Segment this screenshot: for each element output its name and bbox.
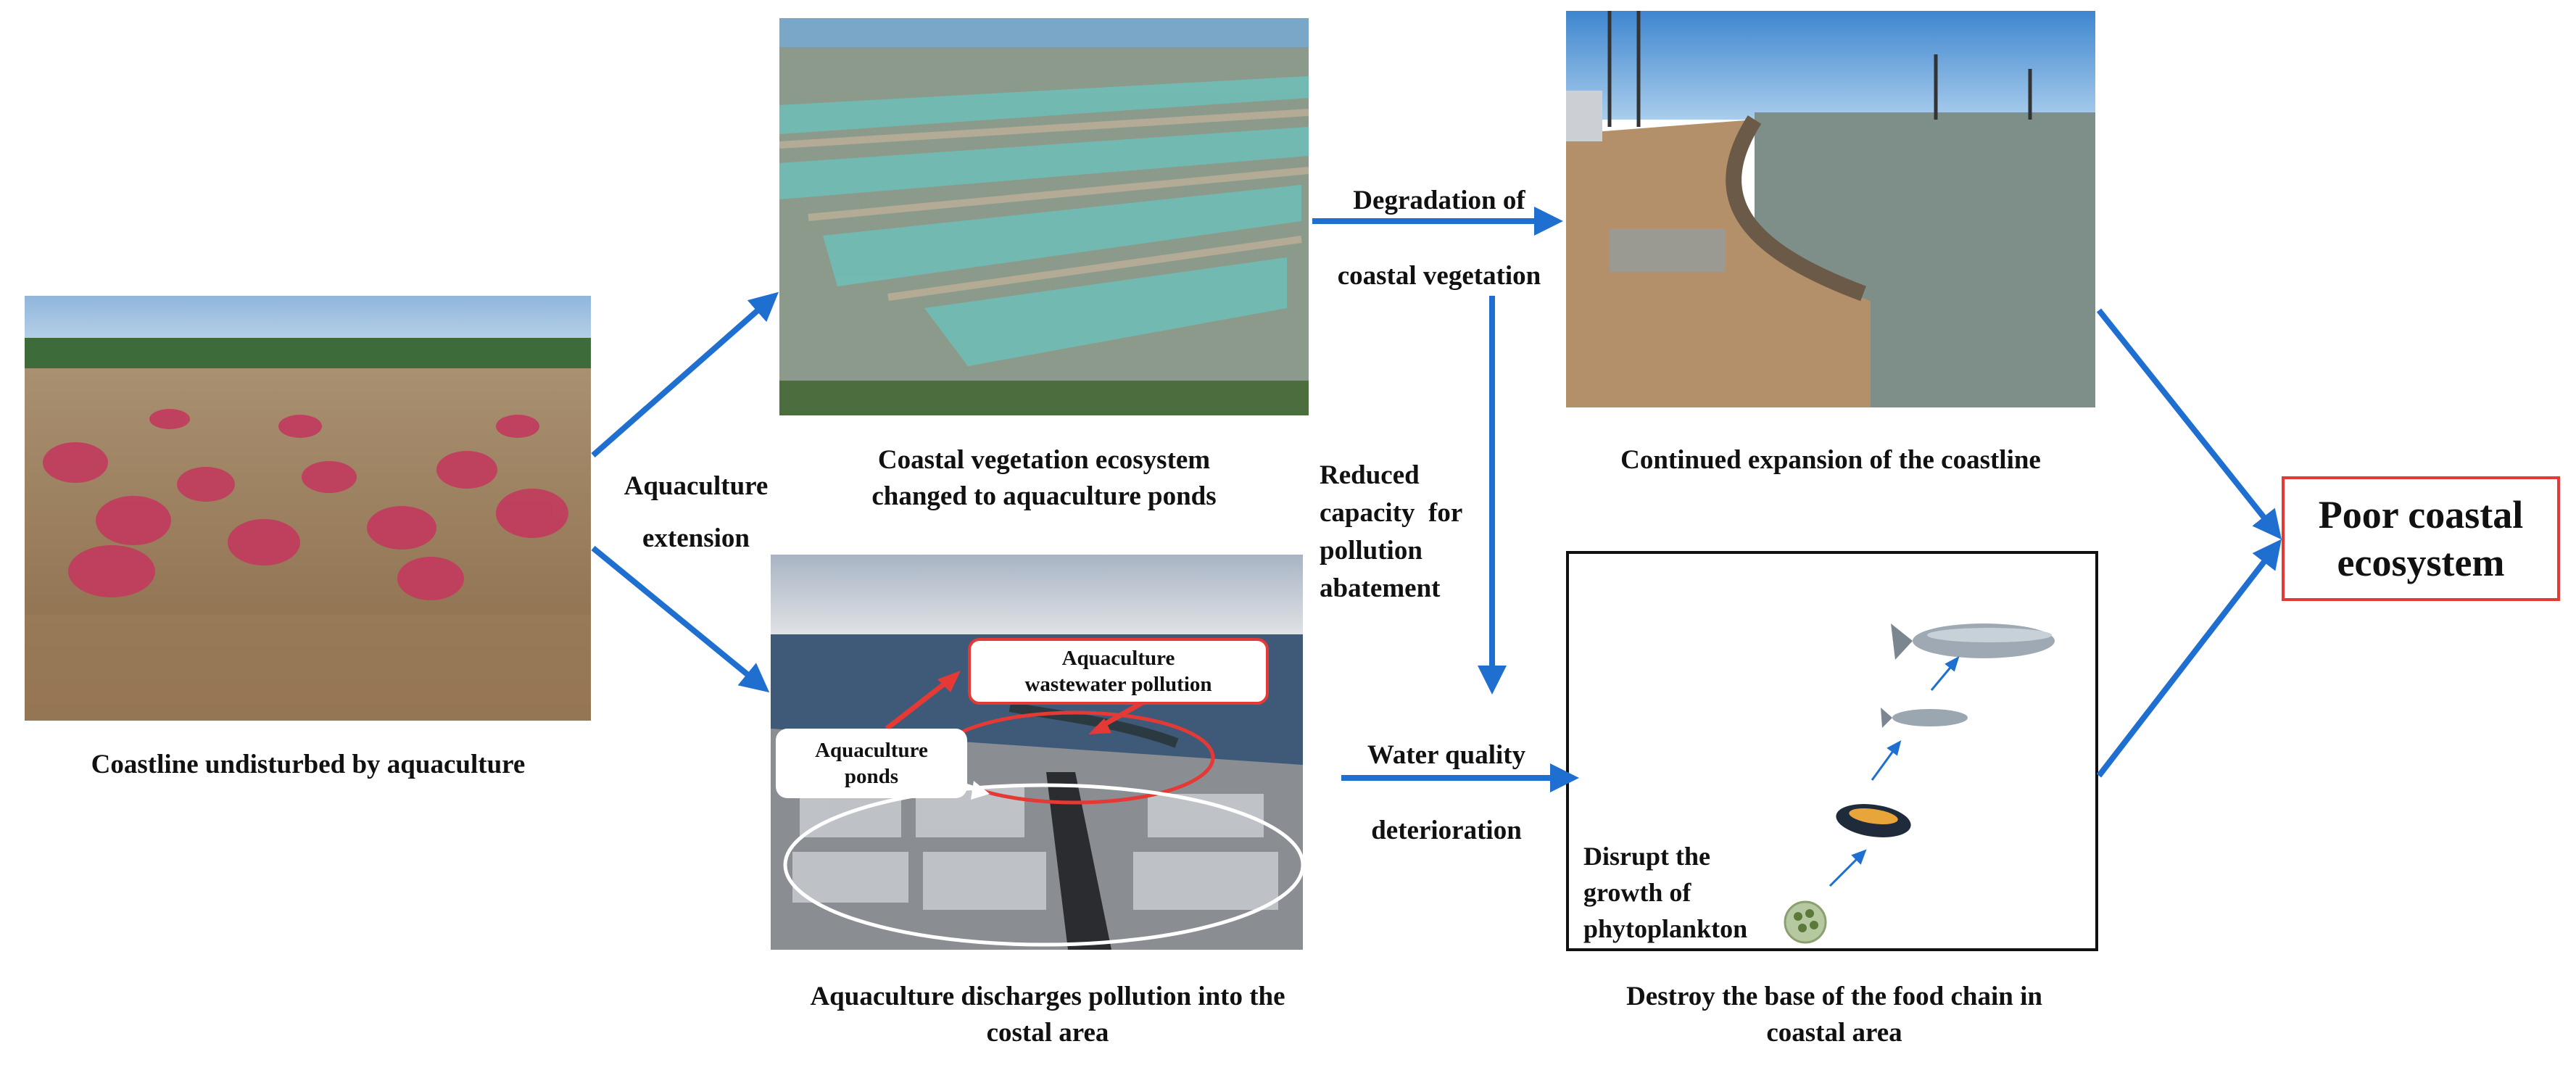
food-chain-line-1: Disrupt the	[1583, 842, 1711, 871]
label-reduced-capacity: Reduced capacity for pollution abatement	[1320, 460, 1463, 603]
food-chain-text: Disrupt the growth of phytoplankton	[1583, 838, 1747, 947]
wastewater-line-1: Aquaculture	[1061, 647, 1175, 670]
label-degradation: Degradation of coastal vegetation	[1337, 186, 1541, 291]
wastewater-line-2: wastewater pollution	[1024, 673, 1212, 696]
ponds-ellipse	[783, 783, 1303, 947]
poor-coastal-ecosystem-box: Poor coastal ecosystem	[2282, 476, 2560, 601]
arrow-to-poor-top	[2096, 308, 2282, 540]
label-water-quality: Water quality deterioration	[1367, 740, 1526, 845]
aquaculture-ponds-callout: Aquaculture ponds	[776, 729, 967, 798]
food-chain-panel: Disrupt the growth of phytoplankton	[1566, 551, 2098, 951]
mussel-icon	[1836, 804, 1911, 837]
food-chain-line-2: growth of	[1583, 878, 1691, 907]
small-fish-icon	[1881, 708, 1968, 728]
photo-aquaculture-ponds-aerial	[779, 18, 1309, 415]
outcome-line-2: ecosystem	[2337, 541, 2505, 584]
ponds-line-1: Aquaculture	[815, 739, 928, 762]
ponds-line-2: ponds	[844, 765, 899, 788]
phytoplankton-icon	[1784, 900, 1827, 944]
photo-coastline-expansion	[1566, 11, 2095, 407]
outcome-line-1: Poor coastal	[2318, 493, 2524, 536]
caption-destroy-food-chain: Destroy the base of the food chain in co…	[1626, 982, 2042, 1048]
arrow-to-poor-bottom	[2096, 539, 2282, 778]
wastewater-pollution-callout: Aquaculture wastewater pollution	[968, 638, 1269, 705]
food-chain-line-3: phytoplankton	[1583, 914, 1748, 943]
photo-coastline-undisturbed	[25, 296, 591, 721]
caption-ponds-change: Coastal vegetation ecosystem changed to …	[871, 445, 1217, 511]
caption-continued-expansion: Continued expansion of the coastline	[1620, 445, 2041, 475]
arrow-to-ponds	[591, 291, 779, 458]
label-aquaculture-extension: Aquaculture extension	[624, 471, 769, 553]
caption-coastline-undisturbed: Coastline undisturbed by aquaculture	[91, 750, 526, 779]
caption-discharges: Aquaculture discharges pollution into th…	[810, 982, 1285, 1048]
arrow-to-discharge	[591, 545, 770, 693]
big-fish-icon	[1891, 623, 2055, 660]
